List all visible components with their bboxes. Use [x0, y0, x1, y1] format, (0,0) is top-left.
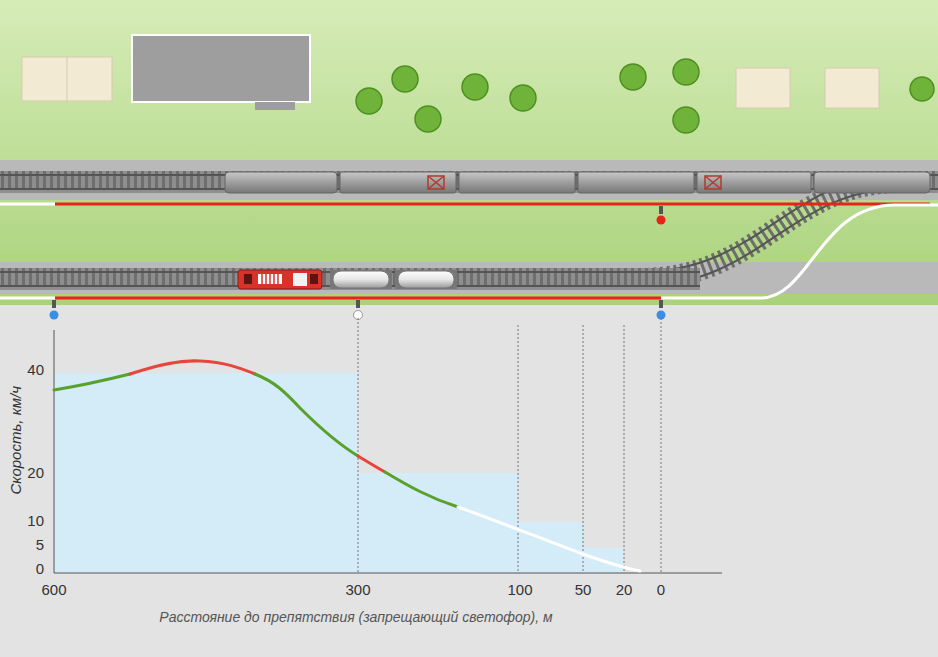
tick-label: 0	[657, 582, 665, 599]
tick-label: 5	[36, 537, 44, 554]
tick-label: 20	[616, 582, 633, 599]
tick-label: 0	[36, 561, 44, 578]
axis-title: Скорость, км/ч	[8, 386, 25, 494]
tick-label: 100	[507, 582, 532, 599]
tick-label: 40	[27, 362, 44, 379]
tick-label: 600	[41, 582, 66, 599]
tick-label: 20	[27, 465, 44, 482]
axis-title: Расстояние до препятствия (запрещающий с…	[159, 610, 552, 625]
tick-label: 50	[575, 582, 592, 599]
tick-label: 300	[345, 582, 370, 599]
tick-label: 10	[27, 513, 44, 530]
